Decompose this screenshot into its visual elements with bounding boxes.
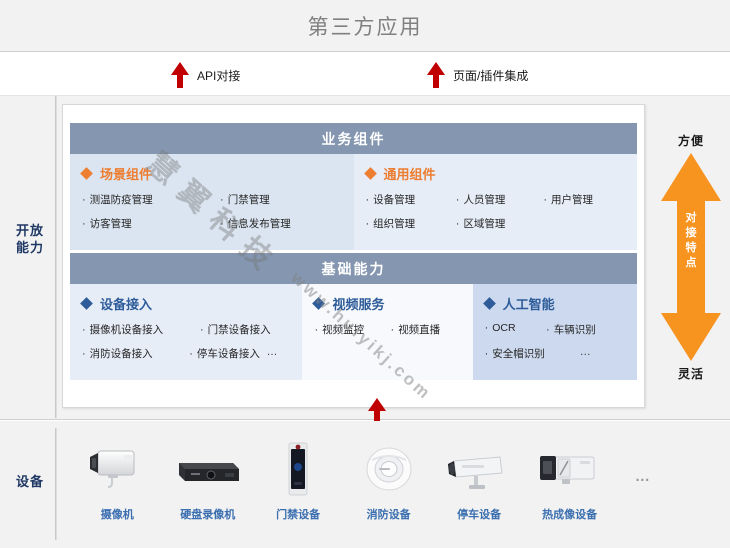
list-item[interactable]: ·摄像机设备接入 <box>82 324 164 336</box>
group-title-video-service: 视频服务 <box>312 294 466 313</box>
up-arrow-icon <box>427 62 445 88</box>
diamond-icon <box>363 167 377 180</box>
list-item[interactable]: ·消防设备接入 <box>82 348 153 360</box>
band-groups-business: 场景组件 ·测温防疫管理 ·门禁管理 ·访客管理 ·信息发布管理 通用组件 ·设… <box>70 154 637 250</box>
box-camera-icon <box>81 440 153 498</box>
device-name: 消防设备 <box>366 509 411 521</box>
list-item[interactable]: ·视频监控 <box>314 324 365 336</box>
list-item-ellipsis: … <box>579 346 592 358</box>
band-groups-basic: 设备接入 ·摄像机设备接入 ·门禁设备接入 ·消防设备接入 ·停车设备接入 … … <box>70 284 637 380</box>
device-section <box>0 421 730 548</box>
group-title-ai: 人工智能 <box>482 294 631 313</box>
group-items-scene: ·测温防疫管理 ·门禁管理 ·访客管理 ·信息发布管理 <box>82 192 348 240</box>
device-item[interactable]: 消防设备 <box>343 440 433 522</box>
device-item[interactable]: 摄像机 <box>72 440 162 522</box>
group-common-components[interactable]: 通用组件 ·设备管理 ·人员管理 ·用户管理 ·组织管理 ·区域管理 <box>353 154 637 250</box>
device-name: 热成像设备 <box>542 509 598 521</box>
list-item[interactable]: ·用户管理 <box>543 194 594 206</box>
device-list: 摄像机 硬盘录像机 <box>72 440 672 540</box>
group-video-service[interactable]: 视频服务 ·视频监控 ·视频直播 <box>302 284 473 380</box>
list-item[interactable]: ·访客管理 <box>82 218 132 230</box>
integration-label-api: API对接 <box>197 69 241 83</box>
section-divider <box>55 96 57 418</box>
third-party-app-title: 第三方应用 <box>307 15 423 39</box>
group-items-video-service: ·视频监控 ·视频直播 <box>314 322 466 346</box>
up-arrow-icon <box>171 62 189 88</box>
integration-label-page: 页面/插件集成 <box>453 69 529 83</box>
device-name: 摄像机 <box>100 509 134 521</box>
group-scene-components[interactable]: 场景组件 ·测温防疫管理 ·门禁管理 ·访客管理 ·信息发布管理 <box>70 154 354 250</box>
group-device-access[interactable]: 设备接入 ·摄像机设备接入 ·门禁设备接入 ·消防设备接入 ·停车设备接入 … <box>70 284 303 380</box>
bullet-camera-icon <box>443 440 515 498</box>
third-party-app-band: 第三方应用 <box>0 0 730 52</box>
device-item[interactable]: 热成像设备 <box>524 440 614 522</box>
integration-band: API对接 页面/插件集成 <box>0 53 730 95</box>
list-item[interactable]: ·信息发布管理 <box>220 218 291 230</box>
diamond-icon <box>312 297 326 310</box>
arrow-bottom-label: 灵活 <box>677 367 704 381</box>
thermal-camera-icon <box>534 440 606 498</box>
list-item[interactable]: ·安全帽识别 <box>484 348 545 360</box>
device-divider <box>55 428 57 540</box>
list-item[interactable]: ·人员管理 <box>455 194 506 206</box>
band-header-business: 业务组件 <box>70 123 637 154</box>
device-name: 硬盘录像机 <box>180 509 236 521</box>
device-name: 停车设备 <box>457 509 502 521</box>
list-item[interactable]: ·测温防疫管理 <box>82 194 153 206</box>
group-title-scene: 场景组件 <box>80 164 348 183</box>
access-terminal-icon <box>262 440 334 498</box>
list-item[interactable]: ·设备管理 <box>365 194 416 206</box>
diamond-icon <box>80 167 93 180</box>
arrow-vertical-text: 对 接 特 点 <box>685 212 697 269</box>
docking-feature-arrow: 方便 对 接 特 点 灵活 <box>655 132 727 390</box>
double-arrow-icon: 对 接 特 点 <box>661 153 721 361</box>
group-items-device-access: ·摄像机设备接入 ·门禁设备接入 ·消防设备接入 ·停车设备接入 … <box>82 322 296 370</box>
group-ai[interactable]: 人工智能 ·OCR ·车辆识别 ·安全帽识别 … <box>472 284 637 380</box>
list-item[interactable]: ·区域管理 <box>455 218 506 230</box>
device-item[interactable]: 停车设备 <box>434 440 524 522</box>
list-item[interactable]: ·车辆识别 <box>546 324 596 336</box>
diamond-icon <box>80 297 93 310</box>
device-side-label: 设备 <box>15 474 44 489</box>
device-name: 门禁设备 <box>276 509 321 521</box>
list-item[interactable]: ·停车设备接入 <box>189 348 260 360</box>
nvr-recorder-icon <box>172 440 244 498</box>
group-title-common: 通用组件 <box>363 164 632 183</box>
device-more-ellipsis[interactable]: … <box>634 468 652 485</box>
list-item[interactable]: ·视频直播 <box>390 324 441 336</box>
group-title-device-access: 设备接入 <box>80 294 296 313</box>
list-item[interactable]: ·门禁设备接入 <box>199 324 271 336</box>
capability-card: 业务组件 场景组件 ·测温防疫管理 ·门禁管理 ·访客管理 ·信息发布管理 通用… <box>62 104 645 408</box>
device-item[interactable]: 门禁设备 <box>253 440 343 522</box>
list-item[interactable]: ·OCR <box>484 322 516 334</box>
list-item-ellipsis: … <box>266 346 279 358</box>
device-item[interactable]: 硬盘录像机 <box>162 440 252 522</box>
group-items-common: ·设备管理 ·人员管理 ·用户管理 ·组织管理 ·区域管理 <box>366 192 632 240</box>
smoke-detector-icon <box>353 440 425 498</box>
list-item[interactable]: ·组织管理 <box>365 218 416 230</box>
list-item[interactable]: ·门禁管理 <box>220 194 270 206</box>
diamond-icon <box>482 297 496 310</box>
group-items-ai: ·OCR ·车辆识别 ·安全帽识别 … <box>485 322 631 370</box>
band-header-basic: 基础能力 <box>70 253 637 284</box>
arrow-top-label: 方便 <box>677 134 704 148</box>
open-capability-side-label: 开放 能力 <box>15 223 44 255</box>
up-arrow-icon <box>368 398 386 424</box>
